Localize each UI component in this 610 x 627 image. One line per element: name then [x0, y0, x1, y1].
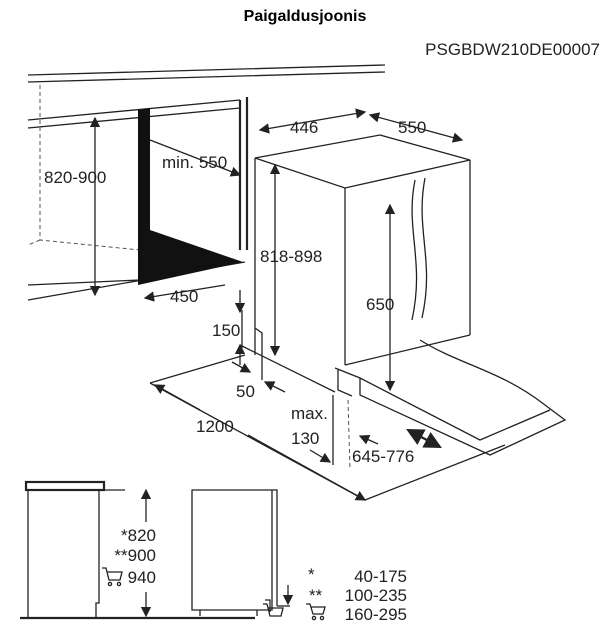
max-value: 130	[291, 429, 319, 448]
height-option-1: *820	[121, 526, 156, 545]
max-arrow	[309, 449, 332, 463]
adjust-arrow	[358, 434, 379, 445]
niche-depth-label: 450	[170, 287, 198, 306]
side-view-cabinet	[20, 480, 255, 620]
width-label: 446	[290, 118, 318, 137]
shopping-cart-icon	[102, 567, 123, 587]
shopping-cart-icon	[306, 603, 326, 621]
slide-double-arrow	[406, 428, 442, 449]
plinth-range-1: 40-175	[354, 567, 407, 586]
side-view-appliance	[191, 489, 290, 616]
height-option-3: 940	[128, 568, 156, 587]
plinth-offset-label: 50	[236, 382, 255, 401]
diagram-title: Paigaldusjoonis	[243, 8, 367, 25]
door-adjust-label: 645-776	[352, 447, 414, 466]
height-option-2: **900	[114, 546, 156, 565]
plinth-height-label: 150	[212, 321, 240, 340]
door-height-label: 650	[366, 295, 394, 314]
depth-arrow	[368, 112, 464, 143]
shopping-cart-icon	[263, 603, 284, 617]
min-depth-label: min. 550	[162, 153, 227, 172]
appliance-height-label: 818-898	[260, 247, 322, 266]
width-arrow	[258, 108, 367, 134]
swing-arrow-b	[247, 434, 367, 501]
max-label: max.	[291, 404, 328, 423]
plinth-range-3: 160-295	[345, 605, 407, 624]
plinth-mark-1: *	[308, 565, 315, 584]
niche-depth-arrow	[143, 284, 226, 302]
dishwasher-body	[254, 134, 567, 456]
door-swing-label: 1200	[196, 417, 234, 436]
swing-arrow-a	[153, 384, 201, 411]
offset-arrow-b	[263, 381, 286, 393]
plinth-mark-2: **	[309, 586, 323, 605]
model-code: PSGBDW210DE00007	[425, 40, 600, 59]
niche-height-label: 820-900	[44, 168, 106, 187]
plinth-range-2: 100-235	[345, 586, 407, 605]
offset-arrow-a	[231, 361, 252, 373]
depth-label: 550	[398, 118, 426, 137]
min-depth-arrow	[149, 139, 242, 177]
